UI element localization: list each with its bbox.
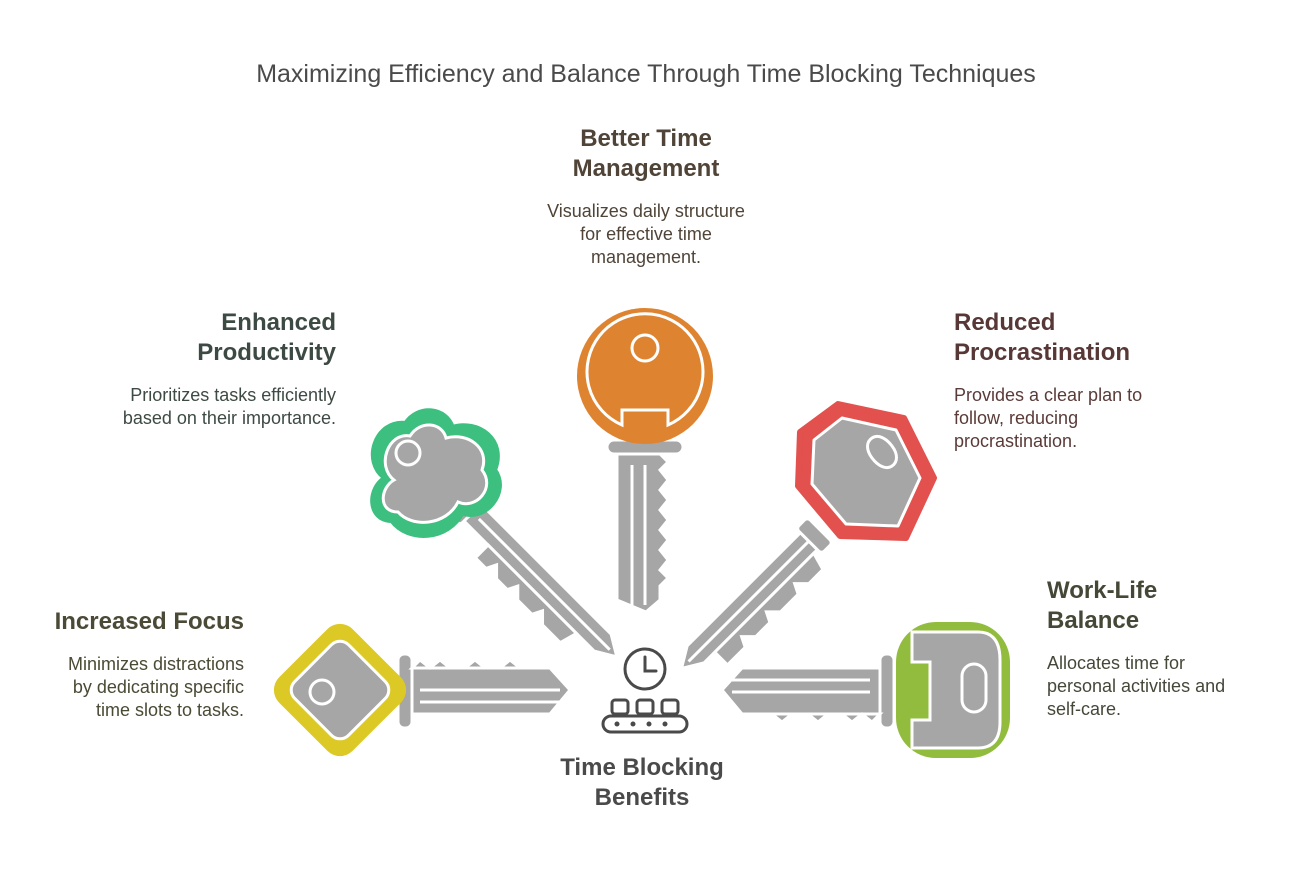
- round-key-shaft: [605, 438, 685, 614]
- round-key-icon: [577, 308, 713, 614]
- benefit-heading: Increased Focus: [54, 608, 244, 635]
- benefit-description: Allocates time for personal activities a…: [1047, 653, 1226, 719]
- benefit-description: Provides a clear plan to follow, reducin…: [954, 385, 1143, 451]
- benefit-description: Prioritizes tasks efficiently based on t…: [122, 385, 336, 428]
- benefit-heading: Reduced Procrastination: [954, 309, 1131, 366]
- benefit-better-time-management: Better Time Management Visualizes daily …: [526, 124, 766, 269]
- center-label: Time Blocking Benefits: [560, 754, 724, 811]
- benefit-enhanced-productivity: Enhanced Productivity Prioritizes tasks …: [96, 308, 336, 430]
- benefit-increased-focus: Increased Focus Minimizes distractions b…: [24, 607, 244, 722]
- benefit-work-life-balance: Work-Life Balance Allocates time for per…: [1047, 576, 1277, 721]
- benefit-heading: Work-Life Balance: [1047, 577, 1158, 634]
- rounded-rect-key-icon: [720, 622, 1010, 758]
- hexagon-key-icon: [679, 401, 937, 671]
- benefit-heading: Better Time Management: [572, 125, 720, 182]
- clock-conveyor-icon: [601, 647, 689, 734]
- clock-icon: [623, 647, 667, 691]
- diamond-key-shaft: [396, 652, 572, 730]
- conveyor-icon: [601, 698, 689, 734]
- benefit-description: Visualizes daily structure for effective…: [547, 201, 745, 267]
- round-key-head: [577, 308, 713, 444]
- center-label-block: Time Blocking Benefits: [530, 753, 754, 813]
- benefit-reduced-procrastination: Reduced Procrastination Provides a clear…: [954, 308, 1184, 453]
- benefit-heading: Enhanced Productivity: [197, 309, 336, 366]
- cloud-key-icon: [370, 408, 619, 659]
- diamond-key-icon: [273, 623, 572, 757]
- benefit-description: Minimizes distractions by dedicating spe…: [67, 654, 244, 720]
- page-title: Maximizing Efficiency and Balance Throug…: [256, 60, 1036, 88]
- rounded-rect-key-shaft: [720, 652, 896, 730]
